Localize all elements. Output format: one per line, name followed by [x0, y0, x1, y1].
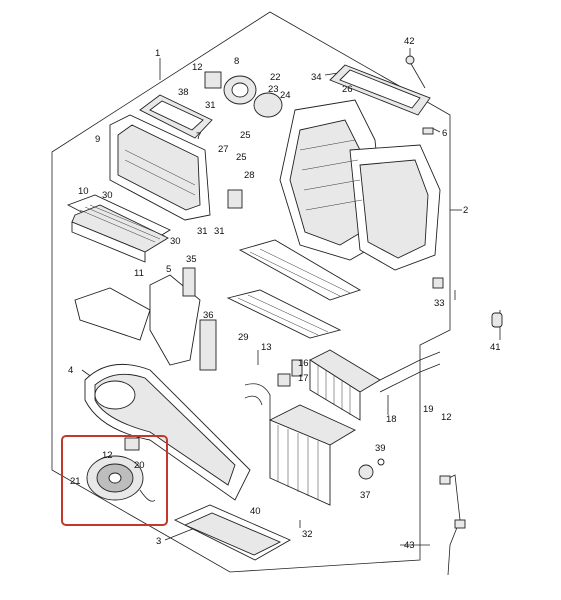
grommet-37	[358, 464, 374, 480]
label-31b: 31	[197, 226, 208, 237]
label-13: 13	[261, 342, 272, 353]
label-11: 11	[134, 268, 144, 279]
label-29: 29	[238, 332, 249, 343]
label-37: 37	[360, 490, 371, 501]
label-7: 7	[196, 131, 201, 142]
label-5: 5	[166, 264, 171, 275]
duct-36	[199, 319, 217, 371]
evaporator	[244, 383, 356, 506]
label-33: 33	[434, 298, 445, 309]
label-12a: 12	[192, 62, 203, 73]
label-17: 17	[298, 373, 309, 384]
label-40: 40	[250, 506, 261, 517]
label-3: 3	[156, 536, 161, 547]
label-36: 36	[203, 310, 214, 321]
nut-42	[405, 55, 415, 65]
assembly-outline	[51, 11, 451, 573]
blower-housing	[84, 363, 251, 501]
label-9: 9	[95, 134, 100, 145]
part-labels: 1 2 3 4 5 6 7 8 9 10 11 12 12 12 13 16 1…	[68, 36, 501, 551]
actuator-22	[253, 92, 283, 118]
label-26: 26	[342, 84, 353, 95]
label-32: 32	[302, 529, 313, 540]
label-34: 34	[311, 72, 322, 83]
label-20: 20	[134, 460, 145, 471]
label-25b: 25	[236, 152, 247, 163]
label-31c: 31	[214, 226, 225, 237]
intake-housing	[109, 114, 211, 221]
bracket-41	[491, 312, 503, 328]
label-35: 35	[186, 254, 197, 265]
label-30a: 30	[102, 190, 113, 201]
label-19: 19	[423, 404, 434, 415]
duct-5	[149, 274, 201, 366]
label-30b: 30	[170, 236, 181, 247]
valve-17	[277, 373, 291, 387]
label-25a: 25	[240, 130, 251, 141]
actuator-31b	[227, 189, 243, 209]
label-38: 38	[178, 87, 189, 98]
label-24: 24	[280, 90, 291, 101]
hvac-case	[279, 99, 441, 271]
top-cover	[329, 64, 431, 116]
label-4: 4	[68, 365, 73, 376]
clip-6	[422, 127, 434, 135]
label-2: 2	[463, 205, 468, 216]
heater-core	[309, 349, 441, 421]
bracket-plate	[74, 287, 151, 341]
label-18: 18	[386, 414, 397, 425]
louver-panel	[226, 239, 362, 339]
air-filter	[66, 194, 171, 263]
label-21: 21	[70, 476, 81, 487]
label-39: 39	[375, 443, 386, 454]
label-27: 27	[218, 144, 229, 155]
sensor-33	[432, 277, 444, 289]
label-10: 10	[78, 186, 89, 197]
actuator-31	[204, 71, 222, 89]
label-28: 28	[244, 170, 255, 181]
label-12c: 12	[441, 412, 452, 423]
label-43: 43	[404, 540, 415, 551]
label-22: 22	[270, 72, 281, 83]
label-1: 1	[155, 48, 160, 59]
valve-16	[291, 359, 303, 377]
blower-motor	[86, 437, 156, 502]
duct-35	[182, 267, 196, 297]
label-42: 42	[404, 36, 415, 47]
label-31a: 31	[205, 100, 216, 111]
label-8: 8	[234, 56, 239, 67]
resistor-20	[124, 437, 140, 451]
label-23: 23	[268, 84, 279, 95]
label-41: 41	[490, 342, 501, 353]
label-16: 16	[298, 358, 309, 369]
label-12b: 12	[102, 450, 113, 461]
blower-motor-highlight	[61, 435, 168, 526]
clip-39	[377, 458, 385, 466]
label-6: 6	[442, 128, 447, 139]
